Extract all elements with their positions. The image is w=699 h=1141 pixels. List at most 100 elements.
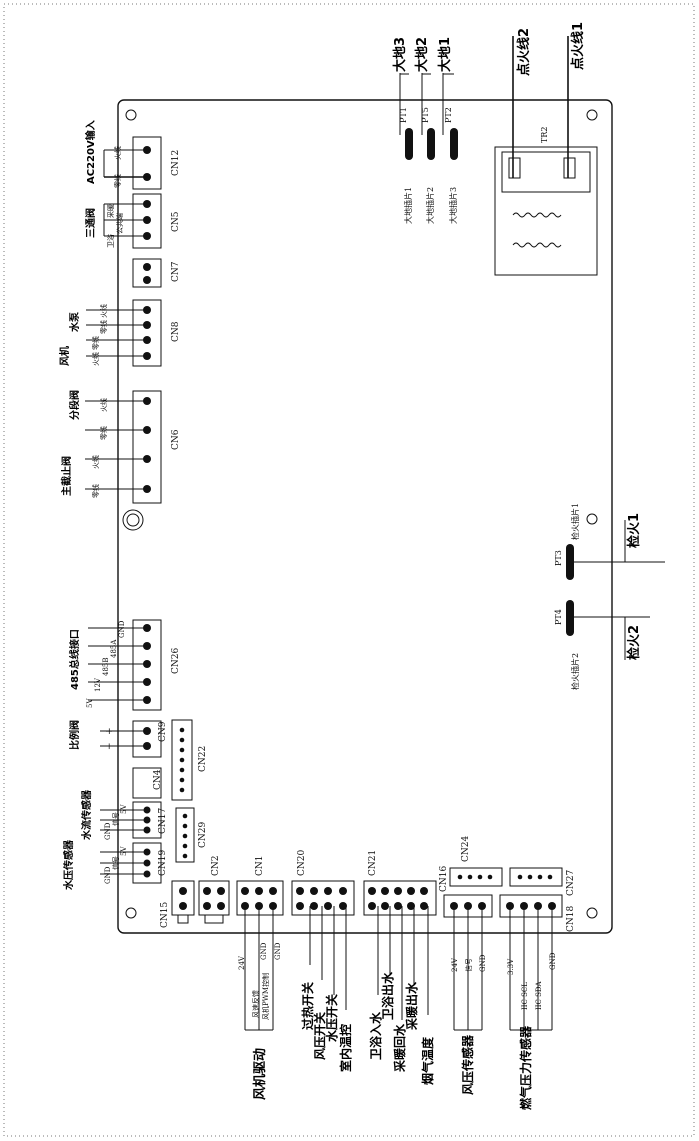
label-flue-temp: 烟气温度 (420, 1036, 435, 1085)
connector-cn5 (103, 193, 162, 249)
detect-tab-2 (566, 600, 574, 636)
label-bus485-pin2: 485A (110, 639, 118, 658)
label-fan-drive: 风机驱动 (252, 1048, 268, 1100)
label-detect-tab2: 检火插片2 (570, 653, 580, 690)
connector-cn21 (363, 880, 437, 1020)
label-cn17: CN17 (158, 808, 168, 834)
label-cn19: CN19 (158, 850, 168, 876)
connector-cn1 (236, 880, 284, 1031)
label-cn6: CN6 (171, 429, 181, 450)
label-ground-tab1: 大地插片1 (403, 187, 413, 224)
label-ground-tab3: 大地插片3 (448, 187, 458, 224)
connector-cn19 (100, 842, 162, 884)
label-cn5: CN5 (171, 211, 181, 232)
label-cn12: CN12 (171, 150, 181, 176)
label-bus485: 485总线接口 (68, 629, 81, 690)
label-cn8: CN8 (171, 321, 181, 342)
mount-hole-top-right (586, 109, 598, 121)
mount-hole-bottom-left (125, 907, 137, 919)
label-heat-return: 采暖回水 (392, 1023, 407, 1073)
label-tr2: TR2 (540, 127, 549, 143)
label-ground2: 大地2 (414, 37, 430, 72)
label-pump: 水泵 (68, 311, 81, 333)
label-pt4: PT4 (554, 609, 563, 625)
label-split-pin2: 零线 (99, 426, 108, 440)
label-flow-sensor: 水流传感器 (80, 789, 93, 841)
label-bus485-pin5: 5V (86, 698, 94, 708)
label-ignite2: 点火线2 (516, 28, 532, 76)
label-cn1-pin4: GND (260, 942, 268, 960)
label-wp-pin3: GND (104, 866, 112, 884)
connector-cn22 (171, 719, 193, 801)
connector-cn12 (103, 136, 162, 190)
label-cn18-pin1: 3.3V (507, 958, 515, 975)
mount-hole-large-inner (126, 513, 140, 527)
mount-hole-top-left (125, 109, 137, 121)
connector-cn8 (86, 299, 162, 367)
label-bath-in: 卫浴入水 (368, 1011, 383, 1060)
page-border (3, 3, 695, 1137)
label-ac220: AC220V输入 (84, 120, 97, 184)
connector-cn29 (175, 807, 195, 863)
label-fan: 风机 (58, 346, 71, 366)
ground-tab-2 (450, 128, 458, 160)
label-prop-pin1: + (105, 727, 115, 735)
pcb-outline (117, 99, 613, 934)
label-pt3: PT3 (554, 550, 563, 566)
label-cn9: CN9 (158, 721, 168, 742)
label-cn1-pin1: 24V (238, 955, 246, 970)
label-pt2: PT2 (444, 107, 453, 123)
label-cn18-pin4: GND (549, 952, 557, 970)
ground-tab-3 (405, 128, 413, 160)
label-ground3: 大地3 (392, 37, 408, 72)
label-cn20: CN20 (297, 850, 307, 876)
label-cn29: CN29 (198, 822, 208, 848)
ground-wires (399, 73, 458, 160)
label-cn22: CN22 (198, 746, 208, 772)
label-flow-pin1: 5V (120, 804, 128, 814)
label-cn1-pin2: 风速反馈 (251, 990, 260, 1018)
label-cn16-pin1: 24V (451, 957, 459, 972)
label-cn18: CN18 (566, 906, 576, 932)
label-room-temp: 室内温控 (338, 1024, 353, 1072)
detect-tab-1 (566, 544, 574, 580)
connector-cn4 (132, 767, 162, 799)
label-pump-pin2: 零线 (99, 320, 108, 334)
ignition-transformer (494, 36, 598, 276)
label-prop-pin2: − (105, 742, 115, 750)
flame-detect-wires (566, 520, 665, 660)
label-main-pin2: 零线 (91, 484, 100, 498)
label-detect1: 检火1 (626, 513, 642, 548)
label-cn16-pin2: 信号 (464, 958, 473, 972)
connector-cn27 (509, 867, 563, 887)
connector-cn15 (171, 880, 195, 924)
label-flow-pin2: 信号 (111, 812, 120, 826)
label-wp-sensor: 水压传感器 (62, 839, 75, 891)
connector-cn18 (499, 894, 563, 1031)
connector-cn2 (198, 880, 230, 924)
label-ac220-pin-neutral: 零线 (113, 174, 122, 188)
label-bus485-pin3: 485B (102, 657, 110, 676)
connector-cn26 (88, 619, 162, 711)
label-cn1-pin5: GND (274, 942, 282, 960)
label-fan-pin2: 火线 (91, 352, 100, 366)
connector-cn6 (85, 390, 162, 504)
mount-hole-large (122, 509, 144, 531)
label-water-switch: 水压开关 (324, 994, 339, 1042)
label-wind-sensor: 风压传感器 (460, 1034, 475, 1095)
label-cn1-pin3: 风机PWM控制 (261, 973, 270, 1020)
label-split-valve: 分段阀 (68, 390, 81, 420)
connector-cn20 (291, 880, 355, 1010)
label-wind-switch: 风压开关 (312, 1012, 327, 1060)
label-cn1: CN1 (255, 856, 265, 877)
label-cn16-pin3: GND (479, 954, 487, 972)
connector-cn7 (132, 258, 162, 288)
label-fan-pin1: 零线 (91, 336, 100, 350)
connector-cn24 (449, 867, 503, 887)
label-bus485-pin1: GND (118, 620, 126, 638)
label-ignite1: 点火线1 (570, 22, 586, 70)
label-cn16: CN16 (439, 866, 449, 892)
label-three-way-pin2: 公共端 (115, 213, 124, 234)
label-bath-out: 卫浴出水 (380, 971, 395, 1020)
